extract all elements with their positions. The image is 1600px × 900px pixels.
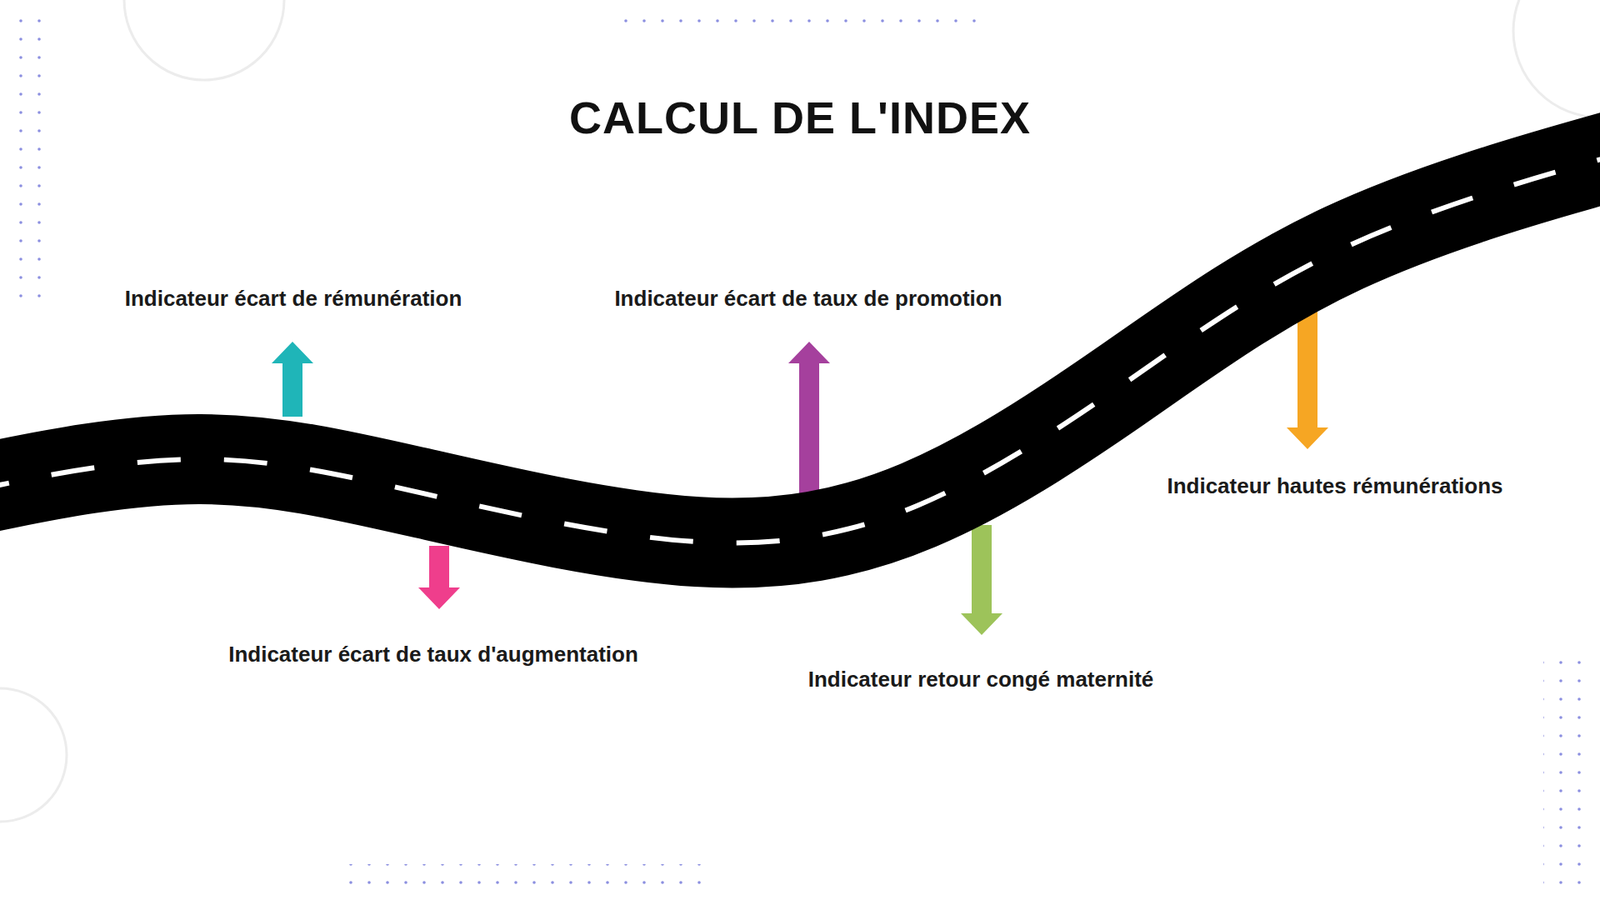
indicator-arrow bbox=[960, 525, 1003, 635]
indicator-arrow bbox=[271, 341, 314, 417]
road-body bbox=[0, 150, 1600, 543]
road-centerline bbox=[0, 150, 1600, 543]
indicator-label: Indicateur hautes rémunérations bbox=[1166, 473, 1503, 500]
deco-circle bbox=[0, 688, 67, 822]
dot-grid bbox=[12, 12, 56, 300]
dot-grid bbox=[347, 864, 711, 888]
deco-circle bbox=[1513, 0, 1600, 118]
dot-grid bbox=[1543, 660, 1587, 893]
deco-circle bbox=[124, 0, 285, 80]
page-title: CALCUL DE L'INDEX bbox=[569, 91, 1031, 144]
indicator-label: Indicateur écart de taux de promotion bbox=[614, 285, 1002, 312]
road bbox=[0, 150, 1600, 543]
indicator-label: Indicateur écart de rémunération bbox=[125, 285, 463, 312]
indicator-arrow bbox=[418, 545, 460, 610]
indicator-label: Indicateur écart de taux d'augmentation bbox=[228, 641, 639, 668]
indicator-label: Indicateur retour congé maternité bbox=[808, 666, 1155, 693]
dot-grid bbox=[615, 10, 979, 35]
